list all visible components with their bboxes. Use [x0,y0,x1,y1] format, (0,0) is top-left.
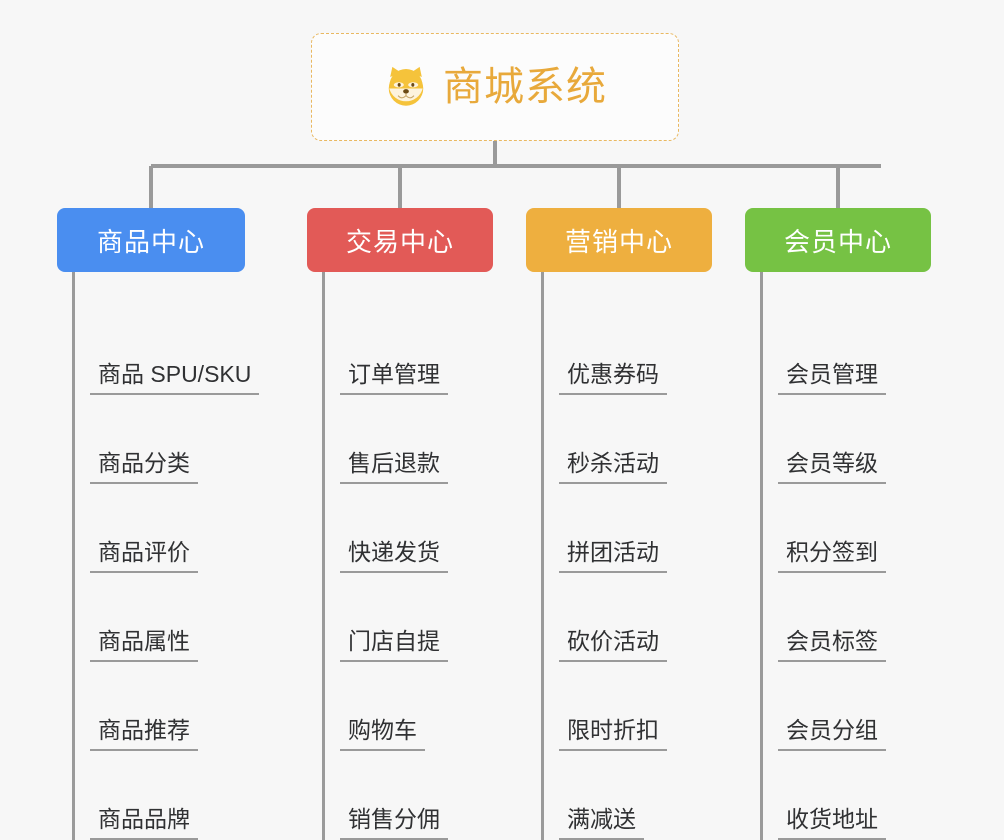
leaf-item[interactable]: 会员分组 [745,662,931,751]
leaf-label: 商品 SPU/SKU [98,360,252,387]
leaf-underline: 会员等级 [778,450,886,484]
leaf-underline: 购物车 [340,717,425,751]
leaf-underline: 满减送 [559,806,644,840]
leaf-label: 满减送 [567,805,636,832]
column-spine [760,272,763,840]
leaf-item[interactable]: 商品品牌 [57,751,245,840]
leaf-underline: 会员标签 [778,628,886,662]
root-title: 商城系统 [443,65,607,109]
leaf-item[interactable]: 商品评价 [57,484,245,573]
leaf-label: 积分签到 [786,538,878,565]
leaf-item[interactable]: 销售分佣 [307,751,493,840]
leaf-underline: 会员分组 [778,717,886,751]
leaf-underline: 门店自提 [340,628,448,662]
column-spine [322,272,325,840]
leaf-label: 商品属性 [98,627,190,654]
leaf-item[interactable]: 积分签到 [745,484,931,573]
category-box-marketing-center[interactable]: 营销中心 [526,208,712,272]
column-spine [541,272,544,840]
leaf-item[interactable]: 快递发货 [307,484,493,573]
leaf-item[interactable]: 砍价活动 [526,573,712,662]
leaf-underline: 商品品牌 [90,806,198,840]
leaf-item[interactable]: 会员等级 [745,395,931,484]
leaf-underline: 优惠券码 [559,361,667,395]
leaf-item[interactable]: 门店自提 [307,573,493,662]
leaf-item[interactable]: 拼团活动 [526,484,712,573]
leaf-item[interactable]: 商品分类 [57,395,245,484]
leaf-underline: 收货地址 [778,806,886,840]
column-trade-center: 交易中心订单管理售后退款快递发货门店自提购物车销售分佣 [307,208,493,840]
leaf-underline: 限时折扣 [559,717,667,751]
leaf-label: 秒杀活动 [567,449,659,476]
leaf-label: 快递发货 [348,538,440,565]
leaf-underline: 积分签到 [778,539,886,573]
category-box-trade-center[interactable]: 交易中心 [307,208,493,272]
leaf-item[interactable]: 商品属性 [57,573,245,662]
column-member-center: 会员中心会员管理会员等级积分签到会员标签会员分组收货地址 [745,208,931,840]
leaf-list-member-center: 会员管理会员等级积分签到会员标签会员分组收货地址 [745,272,931,840]
leaf-label: 商品品牌 [98,805,190,832]
leaf-label: 会员分组 [786,716,878,743]
leaf-item[interactable]: 满减送 [526,751,712,840]
leaf-underline: 快递发货 [340,539,448,573]
category-label: 交易中心 [345,226,454,257]
leaf-label: 购物车 [348,716,417,743]
leaf-item[interactable]: 秒杀活动 [526,395,712,484]
leaf-label: 收货地址 [786,805,878,832]
leaf-list-product-center: 商品 SPU/SKU 商品分类商品评价商品属性商品推荐商品品牌 [57,272,260,840]
leaf-item[interactable]: 会员管理 [745,306,931,395]
leaf-item[interactable]: 商品推荐 [57,662,245,751]
leaf-item[interactable]: 购物车 [307,662,493,751]
category-label: 会员中心 [783,226,892,257]
leaf-underline: 会员管理 [778,361,886,395]
leaf-label: 会员等级 [786,449,878,476]
leaf-label: 会员管理 [786,360,878,387]
column-spine [72,272,75,840]
leaf-underline: 商品分类 [90,450,198,484]
leaf-underline: 商品评价 [90,539,198,573]
category-label: 商品中心 [96,226,205,257]
leaf-item[interactable]: 优惠券码 [526,306,712,395]
leaf-label: 限时折扣 [567,716,659,743]
leaf-underline: 拼团活动 [559,539,667,573]
category-box-product-center[interactable]: 商品中心 [57,208,245,272]
leaf-label: 商品分类 [98,449,190,476]
leaf-item[interactable]: 限时折扣 [526,662,712,751]
leaf-label: 商品评价 [98,538,190,565]
shiba-dog-face-icon [383,64,429,110]
root-node[interactable]: 商城系统 [311,33,679,141]
leaf-label: 砍价活动 [567,627,659,654]
leaf-label: 售后退款 [348,449,440,476]
leaf-label: 商品推荐 [98,716,190,743]
leaf-list-trade-center: 订单管理售后退款快递发货门店自提购物车销售分佣 [307,272,493,840]
category-box-member-center[interactable]: 会员中心 [745,208,931,272]
leaf-label: 销售分佣 [348,805,440,832]
column-product-center: 商品中心商品 SPU/SKU 商品分类商品评价商品属性商品推荐商品品牌 [57,208,260,840]
leaf-label: 拼团活动 [567,538,659,565]
leaf-underline: 商品属性 [90,628,198,662]
leaf-underline: 售后退款 [340,450,448,484]
leaf-underline: 销售分佣 [340,806,448,840]
leaf-item[interactable]: 会员标签 [745,573,931,662]
category-label: 营销中心 [564,226,673,257]
leaf-item[interactable]: 商品 SPU/SKU [57,306,260,395]
leaf-underline: 商品 SPU/SKU [90,360,260,395]
leaf-underline: 秒杀活动 [559,450,667,484]
leaf-item[interactable]: 收货地址 [745,751,931,840]
column-marketing-center: 营销中心优惠券码秒杀活动拼团活动砍价活动限时折扣满减送 [526,208,712,840]
leaf-item[interactable]: 售后退款 [307,395,493,484]
leaf-underline: 商品推荐 [90,717,198,751]
leaf-underline: 砍价活动 [559,628,667,662]
leaf-label: 会员标签 [786,627,878,654]
leaf-list-marketing-center: 优惠券码秒杀活动拼团活动砍价活动限时折扣满减送 [526,272,712,840]
leaf-item[interactable]: 订单管理 [307,306,493,395]
leaf-underline: 订单管理 [340,361,448,395]
leaf-label: 优惠券码 [567,360,659,387]
leaf-label: 订单管理 [348,360,440,387]
leaf-label: 门店自提 [348,627,440,654]
